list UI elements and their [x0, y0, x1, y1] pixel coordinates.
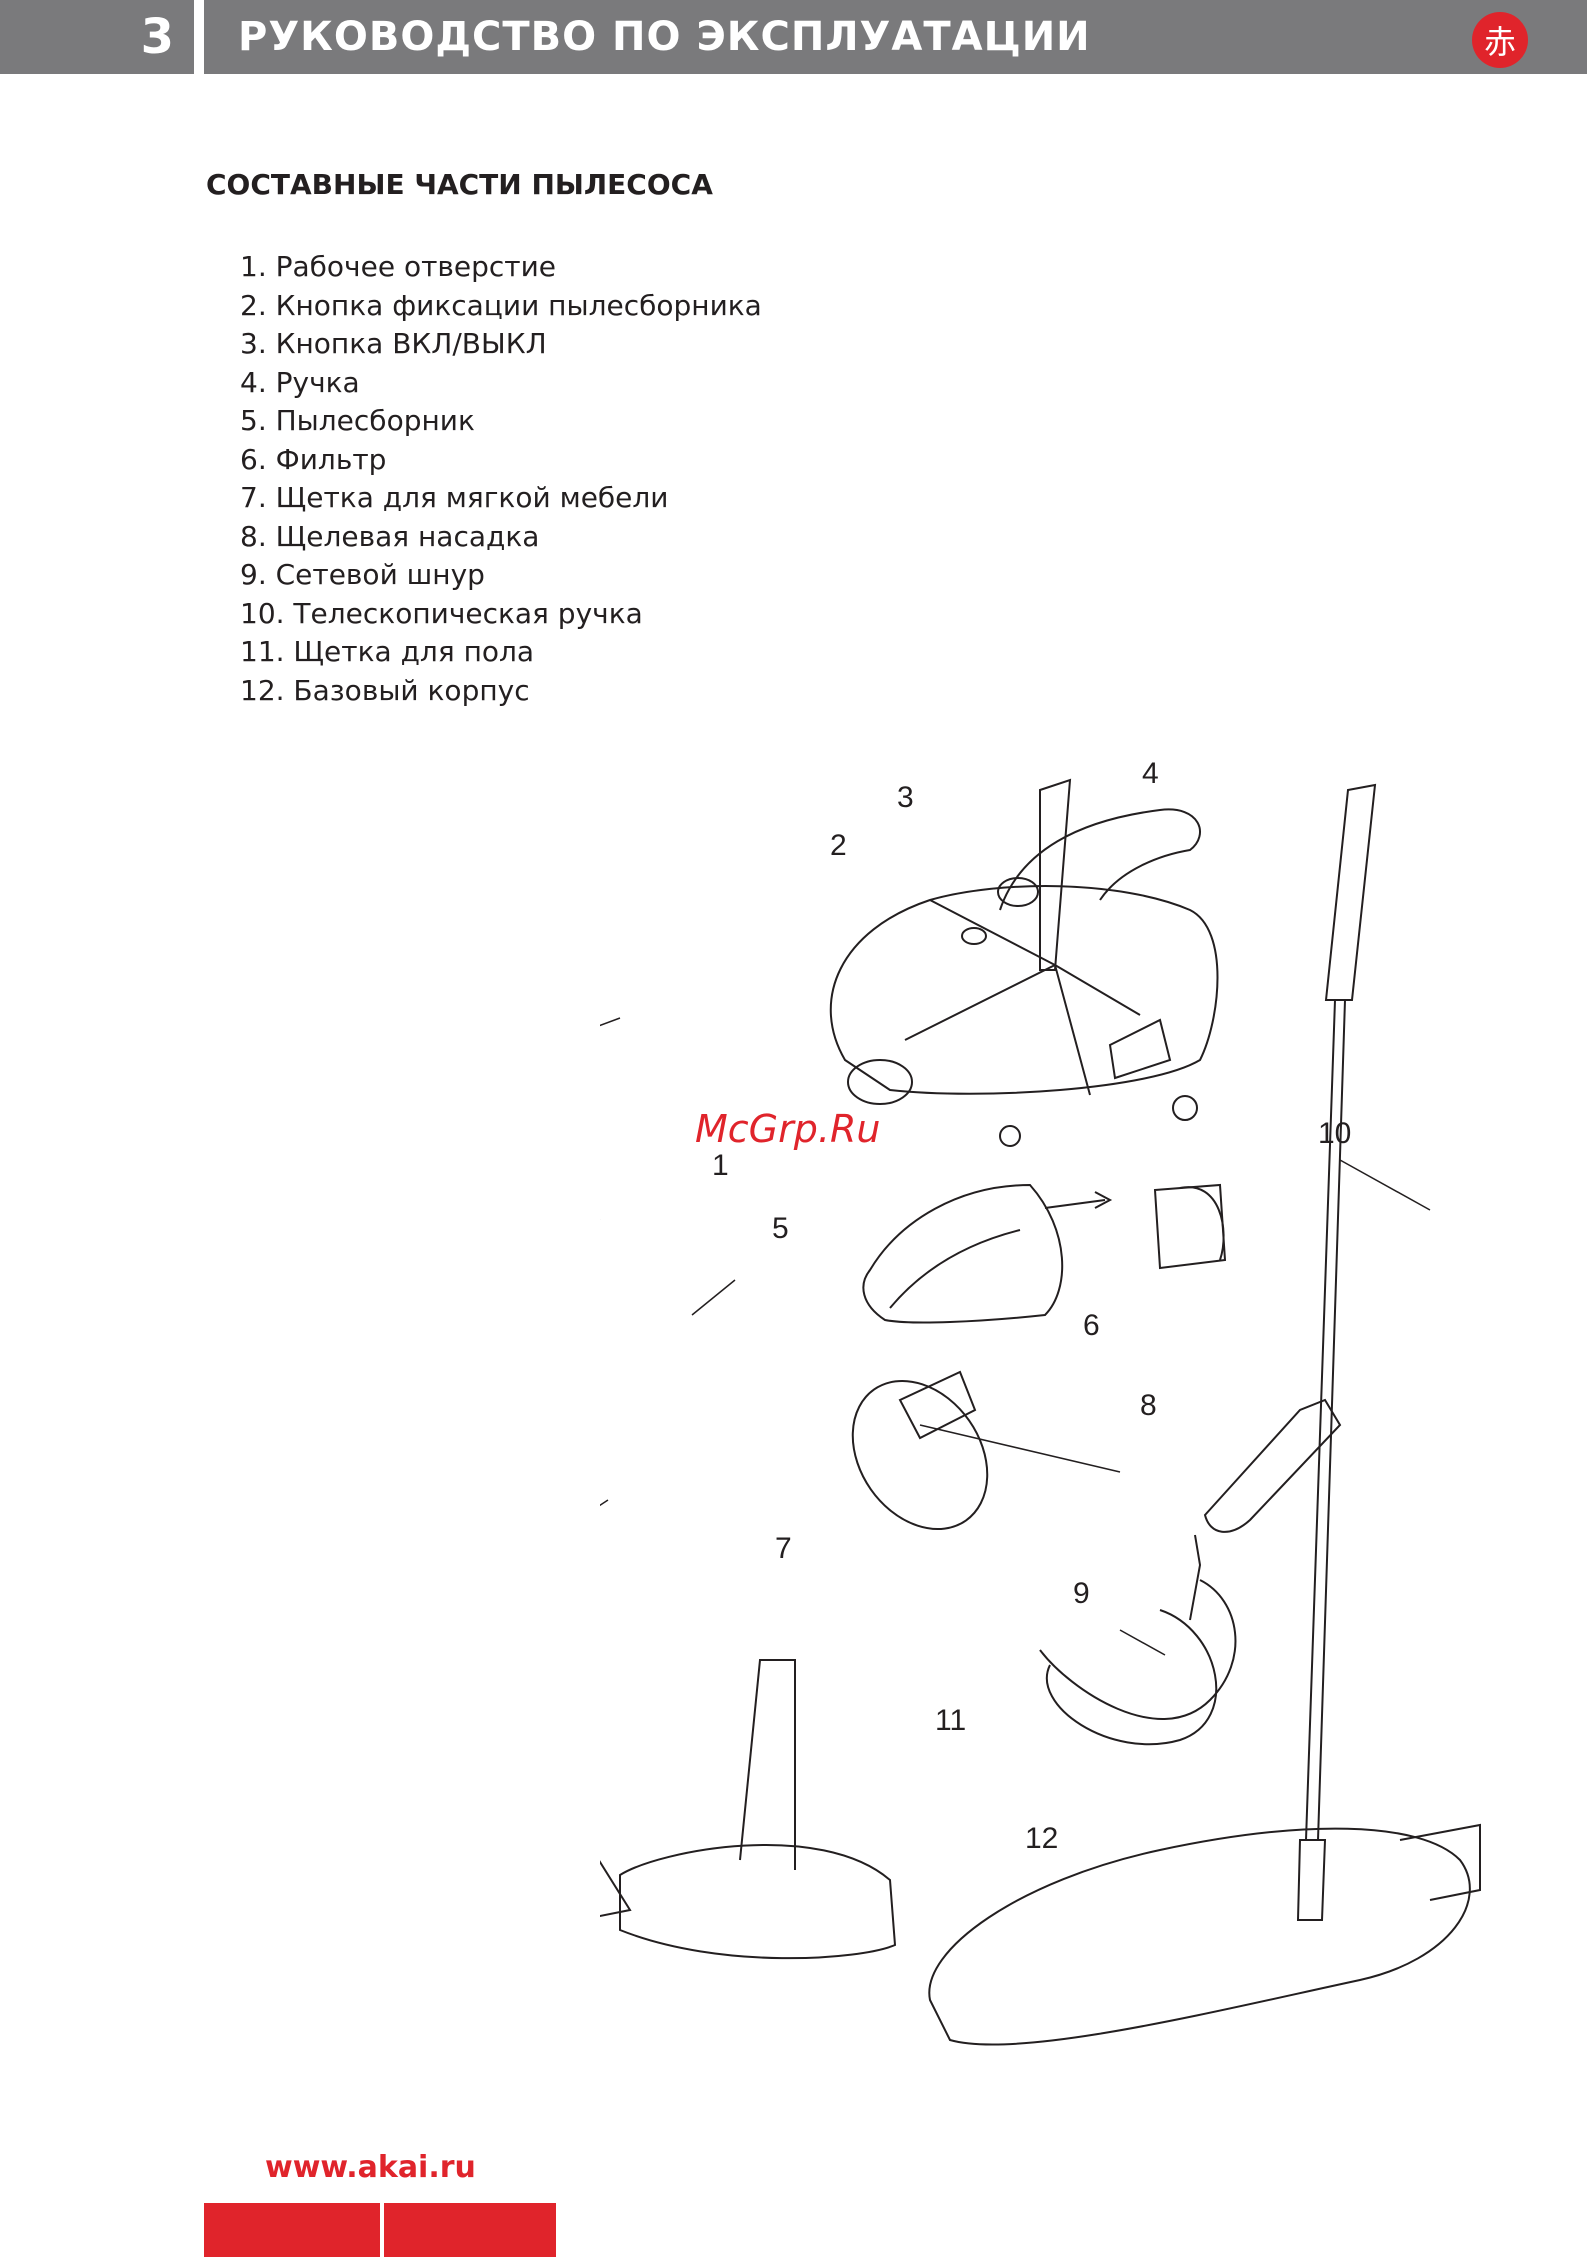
handheld-unit-drawing	[829, 808, 1219, 1147]
document-title-text: РУКОВОДСТВО ПО ЭКСПЛУАТАЦИИ	[238, 14, 1091, 60]
brand-logo-glyph: 赤	[1483, 23, 1516, 61]
watermark-text: McGrp.Ru	[695, 1107, 880, 1151]
parts-list: 1. Рабочее отверстие 2. Кнопка фиксации …	[240, 248, 762, 710]
parts-list-item: 5. Пылесборник	[240, 404, 475, 437]
callout-12: 12	[1025, 1822, 1058, 1855]
parts-list-item: 9. Сетевой шнур	[240, 558, 485, 591]
filter-drawing	[1153, 1183, 1227, 1270]
document-title: РУКОВОДСТВО ПО ЭКСПЛУАТАЦИИ	[204, 0, 1587, 74]
parts-list-item: 11. Щетка для пола	[240, 635, 535, 668]
page-number: 3	[0, 0, 194, 74]
parts-list-item: 1. Рабочее отверстие	[240, 250, 557, 283]
callout-leader-lines	[600, 1017, 1431, 1656]
parts-list-item: 6. Фильтр	[240, 442, 387, 476]
upholstery-brush-drawing	[851, 1370, 989, 1531]
callout-3: 3	[897, 781, 914, 814]
callout-11: 11	[935, 1704, 966, 1737]
callout-1: 1	[712, 1149, 729, 1182]
arrow-drawing	[1044, 1191, 1113, 1209]
brand-logo: 赤	[1472, 12, 1528, 68]
footer-bar-left	[204, 2203, 380, 2257]
page-header: 3 РУКОВОДСТВО ПО ЭКСПЛУАТАЦИИ 赤	[0, 0, 1587, 74]
floor-brush-drawing	[600, 1659, 897, 1960]
callout-6: 6	[1083, 1309, 1100, 1342]
parts-list-item: 7. Щетка для мягкой мебели	[240, 481, 669, 514]
parts-list-item: 10. Телескопическая ручка	[240, 596, 643, 630]
callout-4: 4	[1142, 760, 1159, 790]
callout-2: 2	[830, 829, 847, 862]
footer-bar-right	[384, 2203, 556, 2257]
power-cord-drawing	[1039, 1534, 1237, 1746]
callout-5: 5	[772, 1212, 789, 1245]
parts-list-item: 2. Кнопка фиксации пылесборника	[240, 288, 762, 322]
vacuum-parts-diagram: 1 2 3 4 5 6 7 8 9 10 11 12 McGrp.Ru	[600, 760, 1481, 2046]
section-heading: СОСТАВНЫЕ ЧАСТИ ПЫЛЕСОСА	[206, 168, 713, 201]
base-body-drawing	[928, 1823, 1481, 2046]
callout-8: 8	[1140, 1389, 1157, 1422]
parts-list-item: 4. Ручка	[240, 365, 360, 399]
footer-website-link[interactable]: www.akai.ru	[265, 2150, 476, 2185]
callout-9: 9	[1073, 1577, 1090, 1610]
parts-list-item: 3. Кнопка ВКЛ/ВЫКЛ	[240, 327, 547, 360]
telescopic-handle-drawing	[1039, 778, 1377, 1921]
dust-container-drawing	[862, 1183, 1064, 1324]
parts-list-item: 12. Базовый корпус	[240, 673, 530, 707]
callout-numbers: 1 2 3 4 5 6 7 8 9 10 11 12	[712, 760, 1351, 1855]
callout-7: 7	[775, 1532, 792, 1565]
callout-10: 10	[1318, 1117, 1351, 1150]
parts-list-item: 8. Щелевая насадка	[240, 519, 540, 553]
